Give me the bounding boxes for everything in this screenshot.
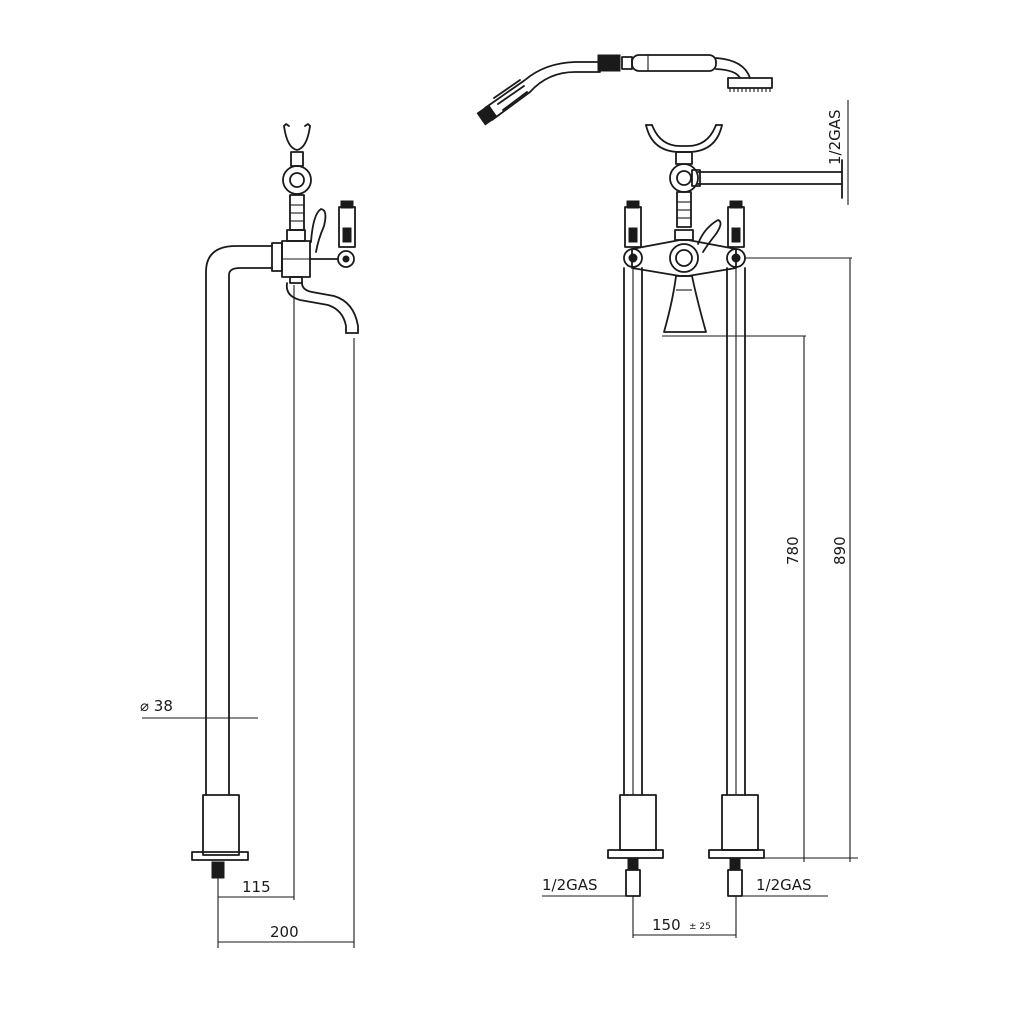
front-lever-handle [697, 219, 722, 253]
front-handle-right [726, 200, 746, 268]
inlet-right-label: 1/2GAS [756, 876, 812, 894]
front-spout [663, 275, 707, 333]
front-inlet-labels: 1/2GAS 1/2GAS [542, 876, 828, 897]
dim-spout-height-label: 780 [784, 536, 802, 565]
dim-inlet-tolerance-label: ± 25 [689, 922, 711, 932]
dim-total-height-label: 890 [831, 536, 849, 565]
side-diameter-callout: ⌀ 38 [140, 697, 258, 719]
side-standpipe [205, 242, 283, 796]
front-cradle [645, 124, 723, 228]
front-dim-780: 780 [662, 335, 858, 862]
dim-total-offset-label: 200 [270, 923, 299, 941]
front-standpipe-right [708, 267, 765, 897]
side-mixer-body [281, 229, 311, 284]
side-view: ⌀ 38 115 200 [140, 123, 359, 948]
front-dim-890: 890 [745, 257, 852, 862]
dim-inlet-spacing-label: 150 [652, 916, 681, 934]
dim-spout-offset-label: 115 [242, 878, 271, 896]
pipe-diameter-label: ⌀ 38 [140, 697, 173, 715]
front-handle-left [623, 200, 643, 268]
front-mixer-crossbar [631, 219, 737, 277]
side-floor-flange [191, 794, 249, 879]
side-diverter-column [282, 123, 312, 231]
hand-shower [476, 54, 773, 126]
hose-connection-label: 1/2GAS [826, 109, 844, 165]
front-standpipe-left [607, 267, 664, 897]
front-hose-outlet: 1/2GAS [691, 100, 849, 205]
front-view: 1/2GAS [476, 54, 858, 938]
front-dim-inlet-spacing: 150 ± 25 [632, 896, 737, 938]
side-dim-115: 115 [217, 285, 295, 948]
side-lever-handle [310, 208, 327, 253]
side-dim-200: 200 [218, 338, 355, 948]
side-spout [285, 282, 359, 334]
side-control-handle [309, 200, 356, 268]
inlet-left-label: 1/2GAS [542, 876, 598, 894]
